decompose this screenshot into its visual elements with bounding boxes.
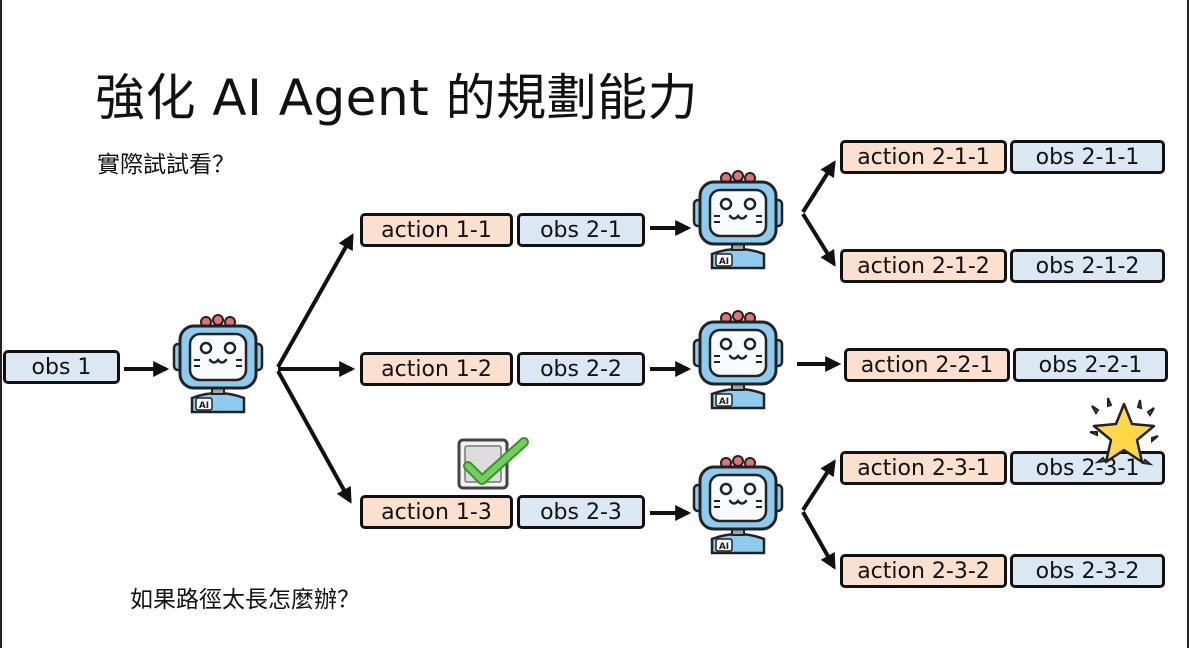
obs-2-1-2-box: obs 2-1-2 [1010, 249, 1165, 283]
slide-title: 強化 AI Agent 的規劃能力 [95, 69, 699, 127]
sparkling-star-icon [1089, 397, 1159, 466]
obs-2-2-1-box: obs 2-2-1 [1013, 348, 1168, 382]
action-2-1-1-box: action 2-1-1 [840, 140, 1007, 174]
action-1-3-box: action 1-3 [360, 495, 513, 529]
arrow-to-action-2-1-2 [801, 212, 836, 267]
obs-2-3-2-box: obs 2-3-2 [1010, 554, 1165, 588]
action-2-2-1-box: action 2-2-1 [844, 348, 1010, 382]
action-2-1-2-box: action 2-1-2 [840, 249, 1007, 283]
action-1-1-box: action 1-1 [360, 213, 513, 247]
ai-robot-icon-branch-2: AI [692, 310, 784, 410]
action-2-3-1-box: action 2-3-1 [840, 451, 1007, 485]
arrow-to-action-2-3-2 [801, 511, 836, 570]
obs-2-3-box: obs 2-3 [517, 495, 645, 529]
subtitle: 實際試試看？ [97, 152, 235, 178]
arrow-to-action-1-3 [276, 370, 352, 504]
arrow-to-action-2-3-1 [801, 459, 836, 512]
arrow-to-action-2-1-1 [801, 160, 836, 214]
green-checkmark-icon [457, 437, 529, 490]
action-1-2-box: action 1-2 [360, 352, 513, 386]
ai-robot-icon-branch-1: AI [692, 170, 784, 270]
obs-2-1-1-box: obs 2-1-1 [1010, 140, 1165, 174]
ai-robot-icon-branch-3: AI [692, 455, 784, 555]
action-2-3-2-box: action 2-3-2 [840, 554, 1007, 588]
arrow-to-action-1-1 [276, 233, 354, 368]
svg-text:AI: AI [719, 257, 729, 267]
obs-2-1-box: obs 2-1 [517, 213, 645, 247]
svg-text:AI: AI [719, 542, 729, 552]
ai-robot-icon-root: AI [172, 314, 264, 414]
svg-text:AI: AI [199, 401, 209, 411]
obs-1-box: obs 1 [3, 350, 120, 384]
obs-2-3-1-box: obs 2-3-1 [1010, 451, 1165, 485]
obs-2-2-box: obs 2-2 [517, 352, 645, 386]
svg-text:AI: AI [719, 397, 729, 407]
footer-question: 如果路徑太長怎麼辦？ [130, 587, 360, 613]
